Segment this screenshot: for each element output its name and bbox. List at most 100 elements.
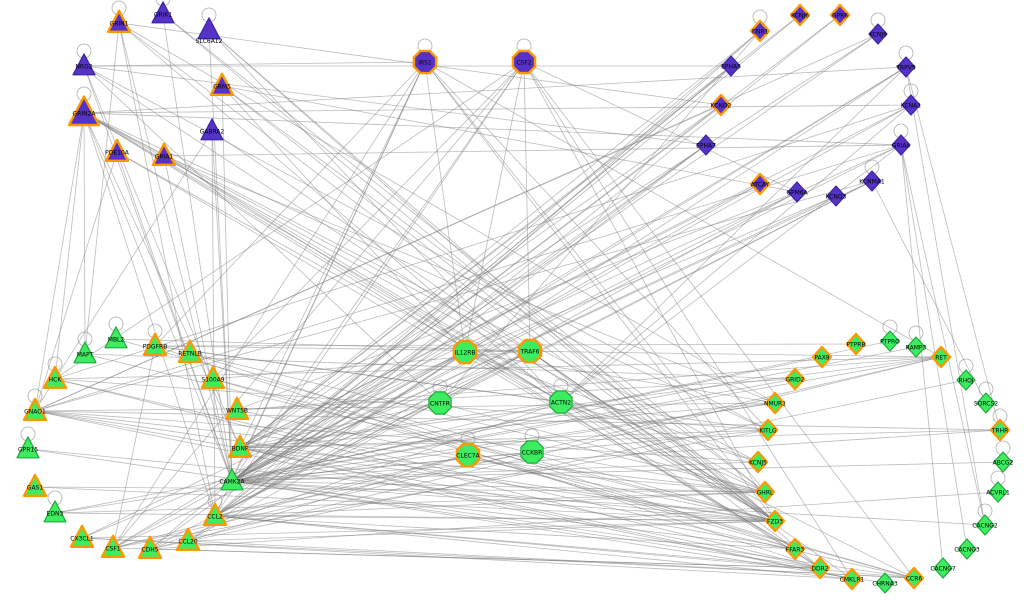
- edge-grin2a-ccl2[interactable]: [83, 112, 216, 517]
- node-nrg2[interactable]: [72, 53, 96, 76]
- edge-grin2a-trpv5[interactable]: [83, 66, 907, 114]
- edge-hck-ddr2[interactable]: [54, 378, 821, 569]
- node-gria1[interactable]: [151, 142, 177, 167]
- edge-grm5-gpm6a[interactable]: [221, 85, 798, 193]
- edge-epha7-ccl2[interactable]: [214, 144, 707, 517]
- edge-csf2-ccl2[interactable]: [214, 61, 525, 517]
- node-pde10a[interactable]: [104, 138, 130, 163]
- edge-retnlb-ghrl[interactable]: [189, 352, 766, 493]
- node-chrna3[interactable]: [875, 572, 895, 594]
- edge-gabra2-gnao1[interactable]: [34, 130, 213, 412]
- edge-epha5-cdh5[interactable]: [149, 65, 732, 550]
- node-kcna1[interactable]: [901, 94, 921, 116]
- node-epha7[interactable]: [696, 134, 716, 156]
- node-epha5[interactable]: [721, 55, 741, 77]
- node-csf1[interactable]: [100, 534, 126, 558]
- edge-bdnf-ret[interactable]: [239, 356, 942, 449]
- node-abcg2[interactable]: [993, 451, 1013, 473]
- edge-camk2a-fzd3[interactable]: [231, 480, 776, 522]
- edge-epha5-bdnf[interactable]: [239, 65, 732, 449]
- edge-bdnf-trhr[interactable]: [239, 429, 1001, 449]
- edge-bdnf-kitlg[interactable]: [239, 429, 769, 449]
- edge-grin2a-camk2a[interactable]: [83, 112, 233, 482]
- edge-gpm6a-camk2a[interactable]: [231, 191, 798, 482]
- edge-bdnf-ghrl[interactable]: [239, 447, 766, 493]
- edge-hck-ret[interactable]: [54, 356, 942, 380]
- edge-camk2a-cacng2[interactable]: [231, 480, 986, 526]
- edge-cntfr-bdnf[interactable]: [239, 402, 441, 449]
- edge-cnr1-bdnf[interactable]: [239, 30, 761, 449]
- node-grid2[interactable]: [784, 367, 806, 391]
- edge-nrg2-epha7[interactable]: [83, 65, 707, 146]
- edge-actn2-bdnf[interactable]: [239, 401, 562, 449]
- node-hck[interactable]: [42, 365, 68, 389]
- edge-irs1-fzd3[interactable]: [424, 61, 776, 522]
- edge-gpm6a-wnt5b[interactable]: [236, 191, 798, 411]
- edge-grin2a-gria4[interactable]: [83, 112, 902, 146]
- edge-il12rb-csf1[interactable]: [112, 351, 466, 549]
- node-bdnf[interactable]: [227, 434, 253, 458]
- node-ffar3[interactable]: [784, 537, 806, 561]
- edge-gnao1-ffar3[interactable]: [34, 410, 796, 550]
- edge-kcnma1-cntfr[interactable]: [439, 180, 873, 404]
- node-ddr2[interactable]: [809, 556, 831, 580]
- edge-hck-ccr6[interactable]: [54, 378, 915, 579]
- edge-gnao1-ghrl[interactable]: [34, 410, 766, 493]
- edge-gpr15-fzd3[interactable]: [27, 448, 776, 522]
- node-pdgfrb[interactable]: [142, 332, 168, 356]
- edge-trpv5-csf1[interactable]: [112, 66, 907, 549]
- node-pax8[interactable]: [811, 345, 833, 369]
- edge-hck-kitlg[interactable]: [54, 378, 769, 431]
- edge-irs1-ghrl[interactable]: [424, 61, 766, 493]
- edge-abcg2-camk2a[interactable]: [231, 461, 1004, 482]
- node-gnao1[interactable]: [22, 397, 48, 421]
- node-mapt[interactable]: [73, 341, 97, 364]
- node-cacng2[interactable]: [975, 514, 995, 536]
- edge-kcnma1-sorcs2[interactable]: [871, 180, 987, 404]
- edge-actn2-kcnj5[interactable]: [560, 401, 759, 463]
- edge-gnao1-cmklr1[interactable]: [34, 410, 853, 580]
- edge-kcnd2-camk2a[interactable]: [231, 104, 722, 482]
- edge-atcay-bdnf[interactable]: [239, 183, 761, 449]
- edge-il12rb-nmur1[interactable]: [464, 351, 776, 404]
- edge-grm5-il12rb[interactable]: [221, 85, 466, 353]
- edge-gnao1-kcnj5[interactable]: [34, 410, 759, 463]
- node-ptprb[interactable]: [845, 332, 867, 356]
- edge-csf2-traf6[interactable]: [523, 61, 531, 352]
- edge-nrg2-camk2a[interactable]: [83, 65, 233, 482]
- node-ccl2[interactable]: [202, 502, 228, 526]
- edge-irs1-il12rb[interactable]: [424, 61, 466, 353]
- edge-irs1-csf1[interactable]: [112, 61, 426, 549]
- edge-clec7a-csf1[interactable]: [112, 454, 469, 549]
- node-edn3[interactable]: [43, 500, 67, 523]
- edge-pdgfrb-kitlg[interactable]: [154, 345, 769, 431]
- node-kcnj5[interactable]: [747, 450, 769, 474]
- edge-il12rb-ccl20[interactable]: [187, 351, 466, 542]
- edge-csf2-il12rb[interactable]: [464, 61, 525, 353]
- node-slc6a12[interactable]: [197, 17, 221, 40]
- edge-csf2-camk2a[interactable]: [231, 61, 525, 482]
- edge-csf1-pdgfrb[interactable]: [112, 345, 156, 549]
- edge-cdh5-ret[interactable]: [149, 356, 942, 550]
- node-grm5[interactable]: [209, 72, 235, 97]
- edge-actn2-ghrl[interactable]: [560, 401, 766, 493]
- edge-ccl20-ccr6[interactable]: [187, 540, 915, 579]
- edge-kcnd2-gnao1[interactable]: [34, 104, 722, 412]
- edge-pde10a-camk2a[interactable]: [116, 151, 233, 482]
- edge-grm5-fzd3[interactable]: [221, 85, 776, 522]
- edge-pdgfrb-ret[interactable]: [154, 345, 942, 358]
- node-kcnma1[interactable]: [862, 170, 882, 192]
- node-grin2a[interactable]: [67, 95, 101, 127]
- edge-traf6-csf1[interactable]: [112, 350, 531, 549]
- node-mbl2[interactable]: [104, 326, 128, 349]
- node-actn2[interactable]: [549, 390, 573, 414]
- edge-kcnj9-camk2a[interactable]: [231, 33, 879, 482]
- node-gria4[interactable]: [891, 134, 911, 156]
- edge-mapt-grid2[interactable]: [84, 353, 796, 380]
- edge-irs1-ccl2[interactable]: [214, 61, 426, 517]
- node-cdh5[interactable]: [137, 535, 163, 559]
- edge-trpv5-trhr[interactable]: [905, 66, 1001, 431]
- edge-cdh5-acvrl1[interactable]: [149, 491, 999, 550]
- node-gpr6[interactable]: [829, 3, 851, 27]
- edge-bdnf-cmklr1[interactable]: [239, 447, 853, 580]
